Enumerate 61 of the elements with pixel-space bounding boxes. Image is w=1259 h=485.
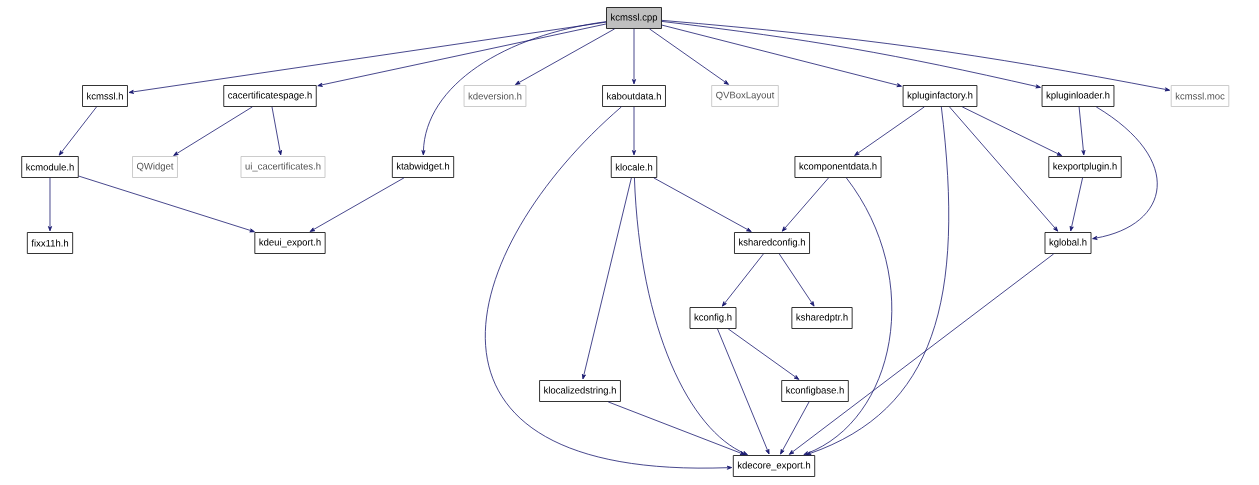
arrow [721, 253, 764, 307]
file-box: kexportplugin.h [1048, 156, 1122, 178]
arrow [309, 177, 405, 232]
arrow [632, 106, 636, 156]
file-box: kcomponentdata.h [794, 156, 882, 178]
file-box: kcmssl.cpp [606, 7, 662, 29]
arrow [803, 177, 893, 456]
arrow [48, 177, 52, 232]
arrow [661, 21, 1041, 89]
file-box: klocalizedstring.h [539, 380, 621, 402]
file-box: kdeversion.h [463, 85, 527, 107]
file-box: fixx11h.h [26, 232, 74, 254]
file-box: kcmssl.h [82, 85, 128, 107]
arrow [649, 28, 729, 85]
file-box: kpluginfactory.h [902, 85, 978, 107]
file-box: kcmodule.h [21, 156, 79, 178]
arrow [58, 106, 97, 156]
file-box: QWidget [132, 156, 178, 178]
file-box: kconfig.h [689, 307, 737, 329]
file-box: kdecore_export.h [732, 455, 816, 477]
arrow [485, 106, 733, 470]
arrow [661, 19, 1171, 92]
arrow [634, 177, 748, 456]
file-box: klocale.h [610, 156, 658, 178]
arrow [607, 401, 746, 456]
arrow [128, 21, 607, 94]
file-box: kconfigbase.h [781, 380, 849, 402]
file-box: kpluginloader.h [1041, 85, 1115, 107]
arrow [854, 106, 925, 156]
file-box: ktabwidget.h [391, 156, 455, 178]
file-box: kdeui_export.h [254, 232, 326, 254]
arrow [780, 401, 810, 455]
arrow [661, 24, 902, 88]
file-box: ui_cacertificates.h [240, 156, 326, 178]
arrow [515, 28, 615, 85]
arrow [271, 106, 282, 156]
arrow [1078, 106, 1086, 156]
arrow [961, 106, 1063, 156]
file-box: kglobal.h [1044, 232, 1092, 254]
file-box: ksharedptr.h [791, 307, 853, 329]
file-box: ksharedconfig.h [734, 232, 810, 254]
arrow [78, 175, 255, 233]
file-box: kcmssl.moc [1170, 85, 1230, 107]
arrow [788, 253, 1055, 455]
arrow [632, 28, 636, 85]
file-box: cacertificatespage.h [223, 85, 317, 107]
arrow [949, 106, 1059, 232]
file-box: kaboutdata.h [602, 85, 666, 107]
arrow [173, 106, 253, 156]
arrow [806, 106, 949, 456]
arrow [778, 253, 815, 307]
arrow [1092, 106, 1158, 240]
arrow [582, 177, 632, 380]
arrow [1069, 177, 1083, 232]
file-box: QVBoxLayout [711, 85, 779, 107]
arrow [781, 177, 829, 232]
arrow [317, 23, 607, 87]
arrow [653, 177, 752, 232]
arrow [717, 328, 770, 455]
arrow [727, 328, 800, 380]
arrow [421, 21, 607, 156]
